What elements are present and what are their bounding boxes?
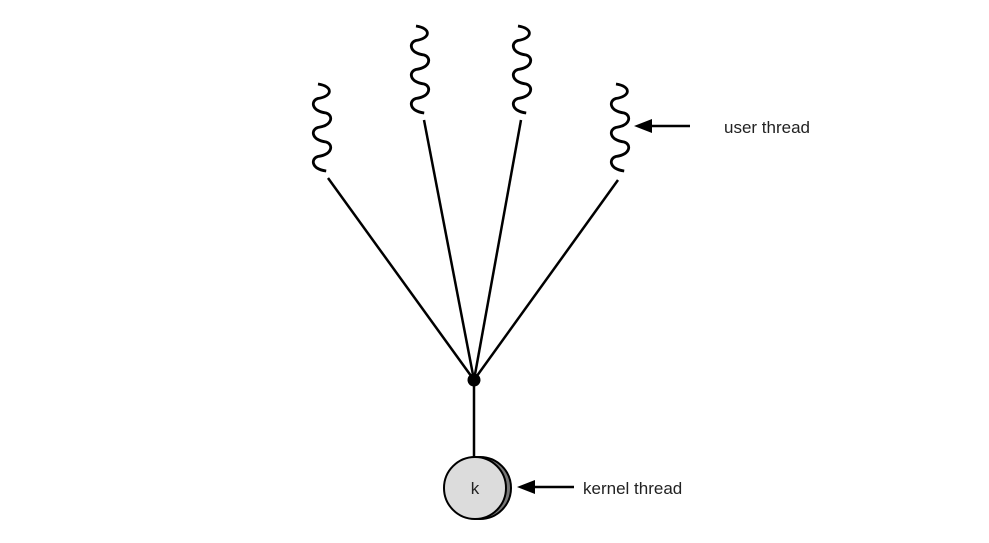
- kernel-thread-label: kernel thread: [583, 479, 682, 498]
- user-thread-label: user thread: [724, 118, 810, 137]
- arrow-head-icon: [634, 119, 652, 133]
- junction-dot: [467, 373, 481, 387]
- user-thread-connector-2: [422, 119, 476, 381]
- user-thread-squiggle-3: [511, 24, 533, 115]
- user-threads: [311, 24, 631, 381]
- kernel-thread-circle: [443, 456, 507, 520]
- kernel-thread: k: [443, 380, 512, 520]
- user-thread-squiggle-1: [311, 82, 333, 173]
- user-thread-callout: user thread: [634, 118, 810, 137]
- user-thread-connector-4: [472, 179, 620, 381]
- user-thread-connector-3: [472, 119, 523, 381]
- user-thread-connector-1: [326, 177, 476, 381]
- user-thread-squiggle-4: [609, 82, 631, 173]
- user-thread-squiggle-2: [409, 24, 431, 115]
- kernel-thread-callout: kernel thread: [517, 479, 682, 498]
- kernel-symbol: k: [471, 479, 480, 498]
- arrow-head-icon: [517, 480, 535, 494]
